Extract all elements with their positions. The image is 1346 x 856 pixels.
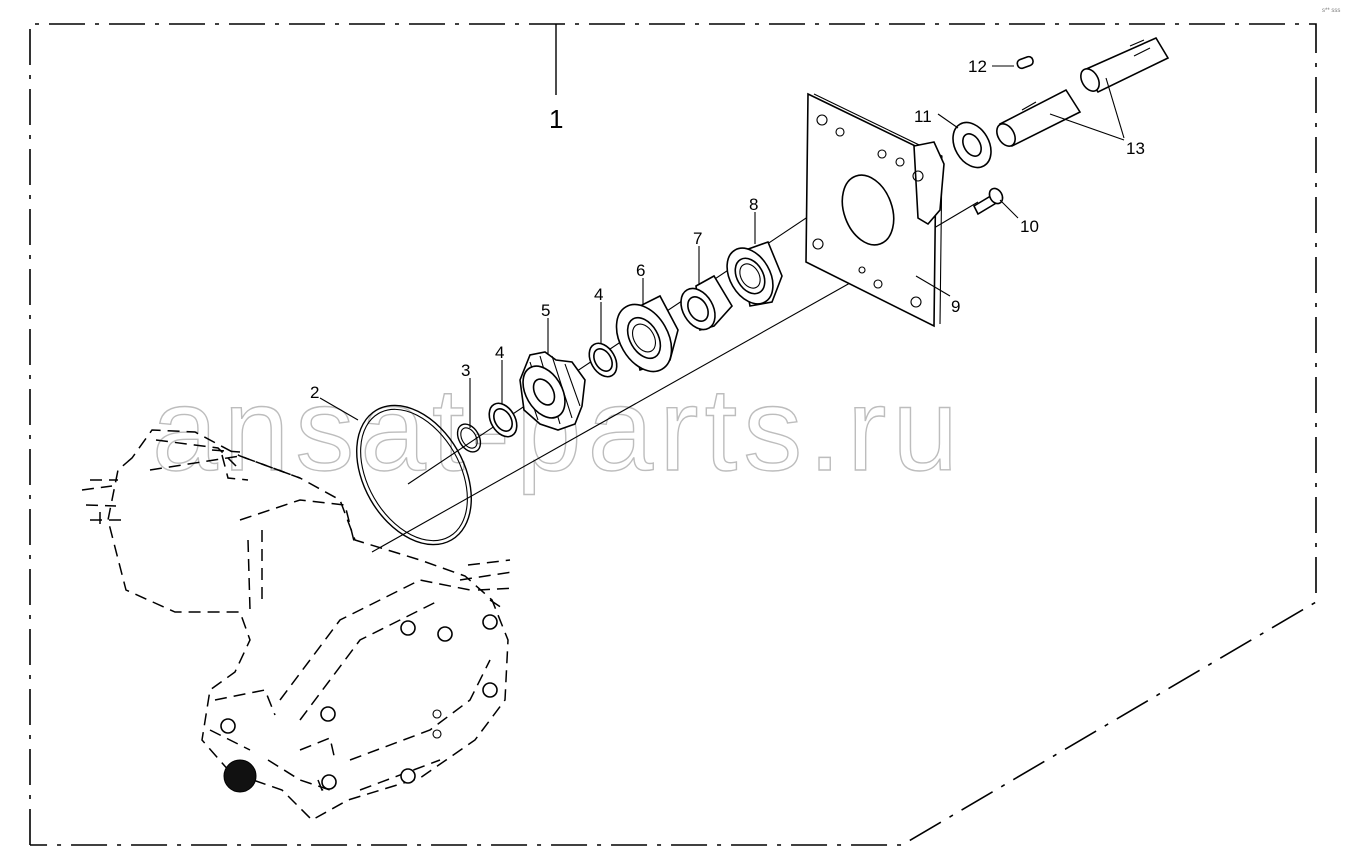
part-9-flange-plate xyxy=(805,92,945,328)
housing-bolts xyxy=(220,614,498,790)
part-6-bearing xyxy=(615,294,679,373)
callout-4-lower: 4 xyxy=(495,343,504,362)
assembly-axis xyxy=(371,273,867,553)
part-5-bevel-gear xyxy=(519,351,586,431)
callout-labels: 2 3 4 4 5 6 7 8 9 10 11 12 13 xyxy=(310,57,1145,402)
part-10-bolt xyxy=(972,187,1004,216)
callout-5: 5 xyxy=(541,301,550,320)
assembly-number: 1 xyxy=(549,104,563,134)
callout-12: 12 xyxy=(968,57,987,76)
part-4-washer-lower xyxy=(488,402,518,438)
part-2-o-ring xyxy=(356,404,472,546)
part-3-snap-ring xyxy=(456,423,482,453)
part-4-washer-upper xyxy=(588,342,618,378)
callout-6: 6 xyxy=(636,261,645,280)
callout-9: 9 xyxy=(951,297,960,316)
part-8-bearing xyxy=(726,240,783,307)
callout-2: 2 xyxy=(310,383,319,402)
callout-7: 7 xyxy=(693,229,702,248)
part-7-spacer xyxy=(680,274,733,332)
part-13-shafts xyxy=(996,36,1170,148)
callout-13: 13 xyxy=(1126,139,1145,158)
callout-3: 3 xyxy=(461,361,470,380)
part-11-seal xyxy=(952,121,992,169)
callout-8: 8 xyxy=(749,195,758,214)
leader-lines xyxy=(319,65,1125,428)
callout-4-upper: 4 xyxy=(594,285,603,304)
callout-10: 10 xyxy=(1020,217,1039,236)
corner-code: s** sss xyxy=(1322,8,1340,14)
gearbox-housing xyxy=(81,429,516,821)
drain-plug-knob xyxy=(223,759,257,793)
callout-11: 11 xyxy=(914,107,932,126)
part-12-key xyxy=(1016,55,1034,70)
assembly-boundary xyxy=(29,23,1317,846)
